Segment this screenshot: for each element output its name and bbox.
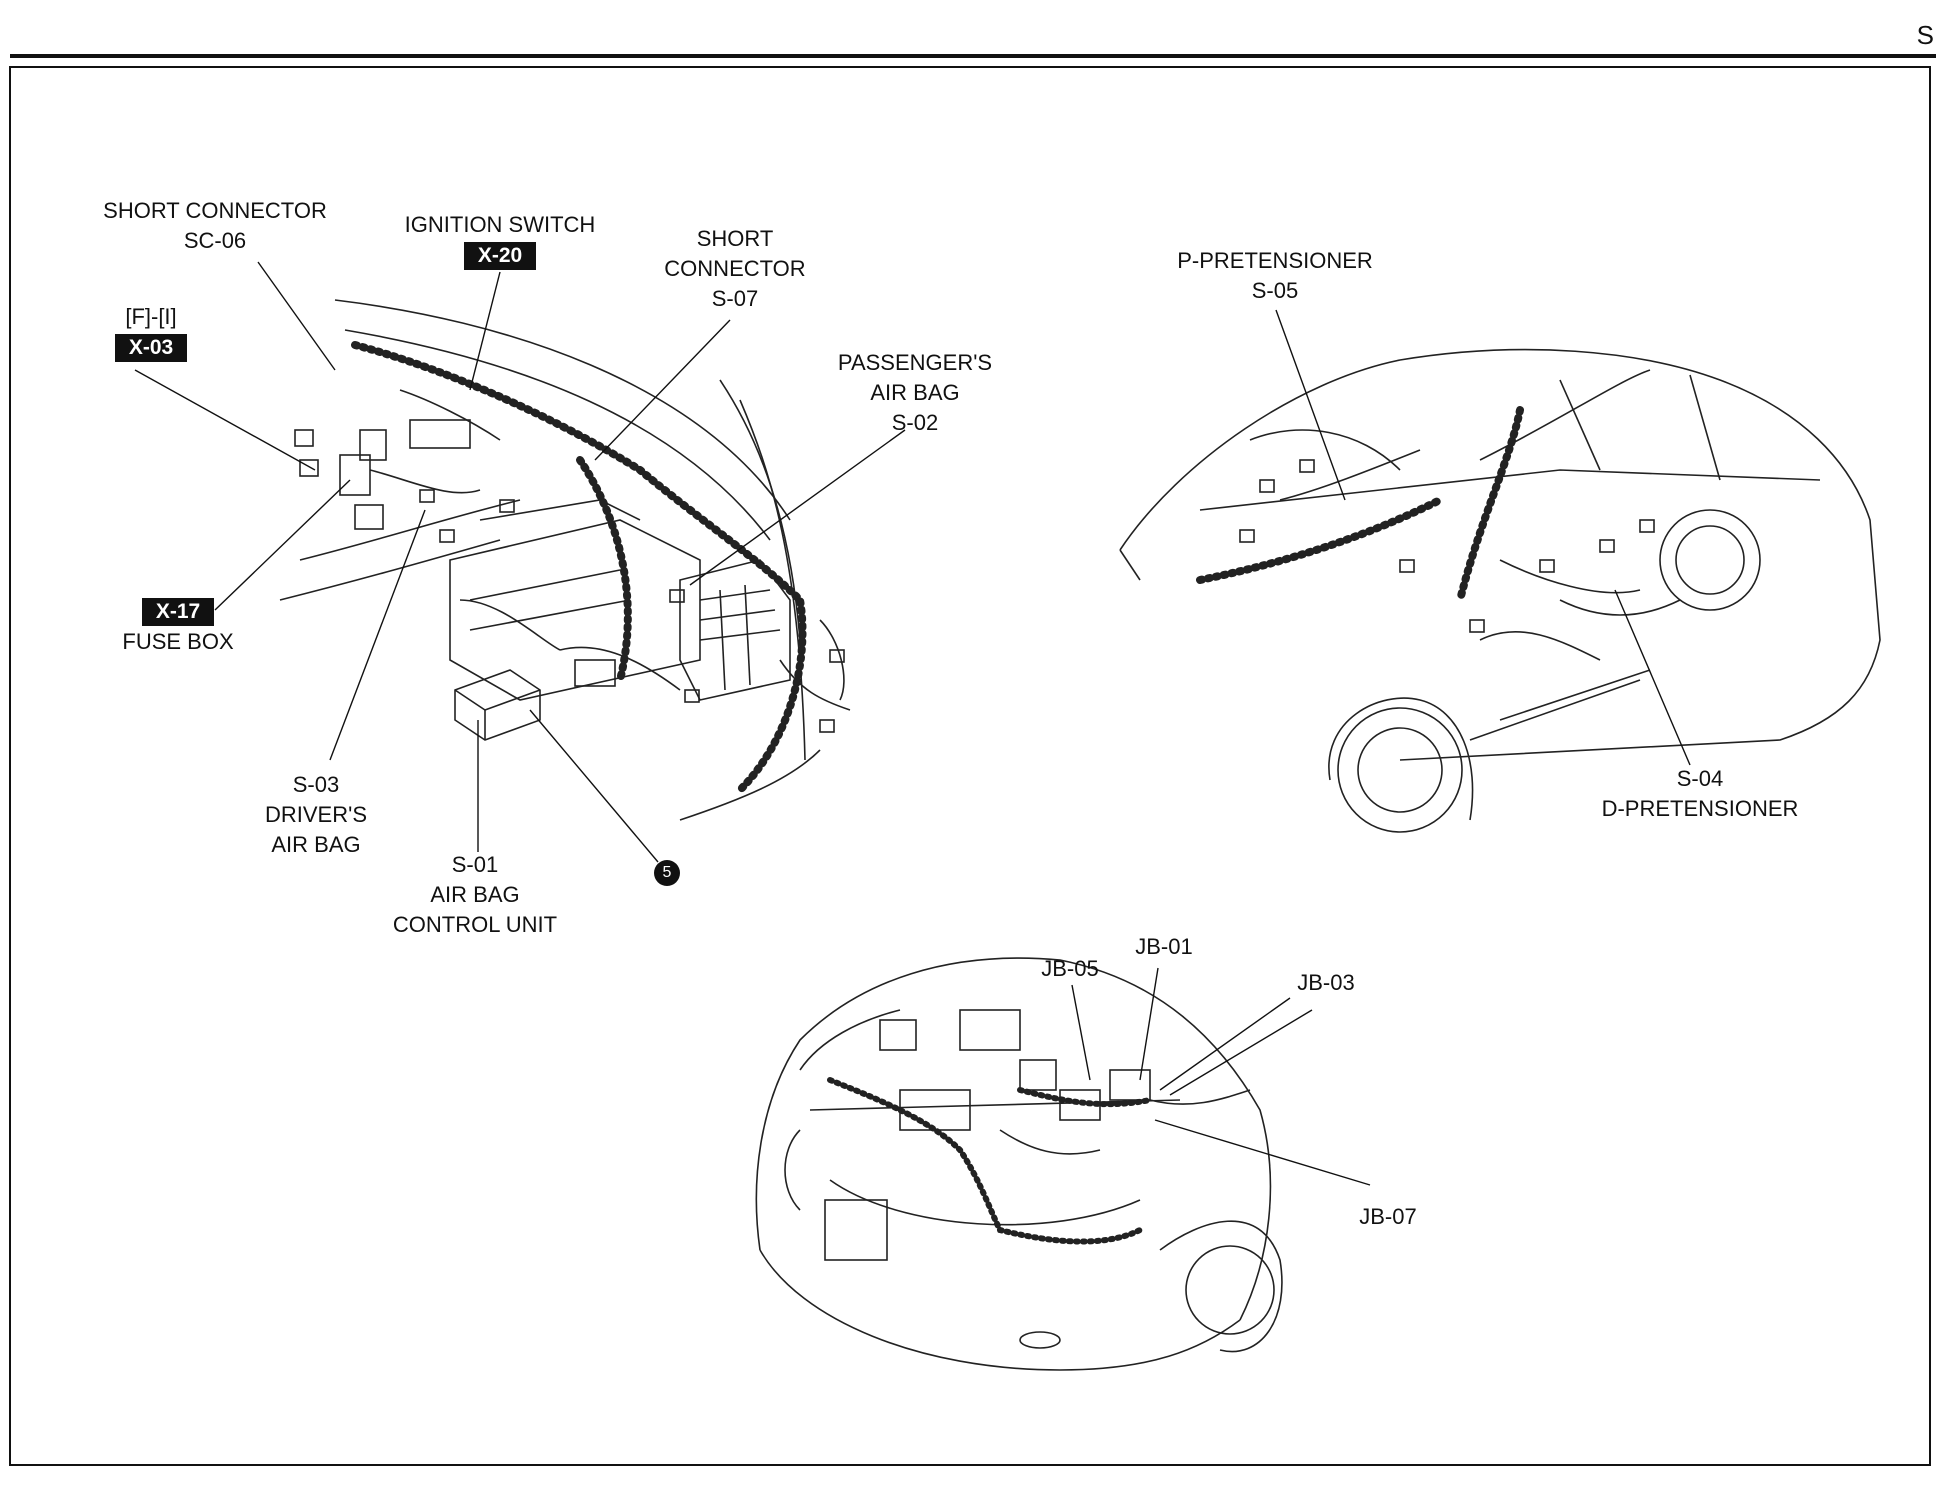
s01-line3: CONTROL UNIT: [392, 912, 558, 937]
engine-bay-drawing: [755, 957, 1283, 1371]
label-jb01: JB-01: [1135, 934, 1193, 959]
s01-line1: S-01: [451, 852, 499, 877]
label-jb03: JB-03: [1297, 970, 1355, 995]
sc06-line2: SC-06: [183, 228, 247, 253]
label-p-pretensioner-s05: P-PRETENSIONER S-05: [1160, 246, 1390, 306]
engine-wires: [784, 1009, 1251, 1211]
label-d-pretensioner-s04: S-04 D-PRETENSIONER: [1590, 764, 1810, 824]
s02-line2: AIR BAG: [870, 380, 960, 405]
x17-code-badge: X-17: [141, 598, 215, 626]
s03-line2: DRIVER'S: [265, 802, 367, 827]
s07-line3: S-07: [711, 286, 759, 311]
s03-line1: S-03: [292, 772, 340, 797]
body-harness: [1196, 406, 1524, 604]
label-fuse-box-x17: X-17 FUSE BOX: [100, 596, 256, 657]
s07-line1: SHORT: [696, 226, 774, 251]
label-driver-air-bag-s03: S-03 DRIVER'S AIR BAG: [236, 770, 396, 860]
x17-name: FUSE BOX: [122, 629, 234, 654]
header-rule: [10, 54, 1936, 58]
label-jb07: JB-07: [1359, 1204, 1417, 1229]
ground-point-marker: 5: [654, 860, 680, 886]
s02-line1: PASSENGER'S: [837, 350, 993, 375]
label-x03: [F]-[I] X-03: [96, 302, 206, 363]
label-short-connector-sc06: SHORT CONNECTOR SC-06: [90, 196, 340, 256]
s04-line2: D-PRETENSIONER: [1601, 796, 1799, 821]
s01-line2: AIR BAG: [430, 882, 520, 907]
label-ignition-switch: IGNITION SWITCH X-20: [380, 210, 620, 271]
x03-line1: [F]-[I]: [125, 304, 177, 329]
label-air-bag-control-unit-s01: S-01 AIR BAG CONTROL UNIT: [370, 850, 580, 940]
ignition-switch-code-badge: X-20: [463, 242, 537, 270]
s07-line2: CONNECTOR: [664, 256, 806, 281]
section-letter: S: [1916, 20, 1934, 50]
leader-lines: [134, 261, 1691, 1186]
main-harness: [351, 341, 807, 794]
diagram-frame: [9, 66, 1931, 1466]
engine-harness: [827, 1077, 1153, 1245]
label-jb05: JB-05: [1041, 956, 1099, 981]
s02-line3: S-02: [891, 410, 939, 435]
ground-point-number: 5: [662, 864, 672, 881]
sedan-body-drawing: [1119, 348, 1881, 833]
dashboard-interior-drawing: [279, 299, 845, 821]
label-short-connector-s07: SHORT CONNECTOR S-07: [640, 224, 830, 314]
x03-code-badge: X-03: [114, 334, 188, 362]
branch-wires: [369, 389, 851, 711]
body-wires: [1249, 429, 1681, 661]
s05-line2: S-05: [1251, 278, 1299, 303]
s04-line1: S-04: [1676, 766, 1724, 791]
label-passenger-air-bag-s02: PASSENGER'S AIR BAG S-02: [815, 348, 1015, 438]
s05-line1: P-PRETENSIONER: [1177, 248, 1373, 273]
ignition-switch-name: IGNITION SWITCH: [404, 212, 596, 237]
sc06-line1: SHORT CONNECTOR: [103, 198, 327, 223]
s03-line3: AIR BAG: [271, 832, 361, 857]
